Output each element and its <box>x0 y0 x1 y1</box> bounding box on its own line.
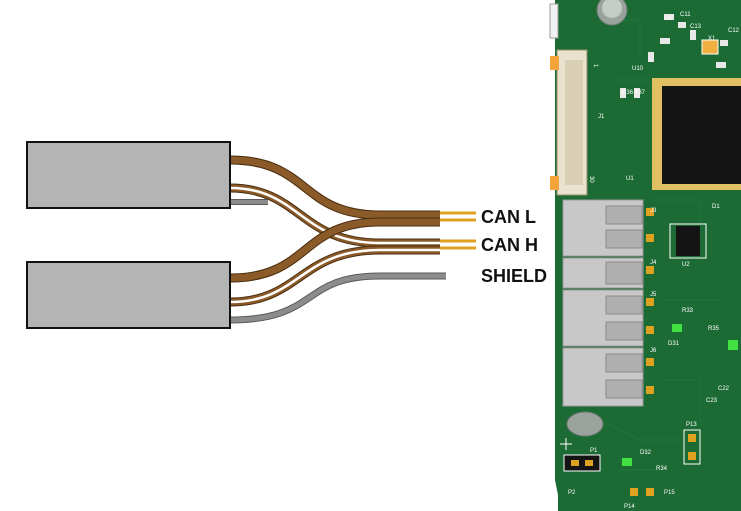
label-shield: SHIELD <box>481 266 548 286</box>
wires <box>229 155 446 324</box>
svg-text:C12: C12 <box>728 28 740 34</box>
header-p15 <box>630 488 654 496</box>
header-p13 <box>683 429 701 465</box>
screw-terminals <box>562 199 654 407</box>
cable-1 <box>26 141 231 209</box>
wire-c2-white-stripe <box>229 248 440 304</box>
svg-text:P14: P14 <box>624 504 635 510</box>
svg-text:P2: P2 <box>568 490 576 496</box>
led-d31 <box>672 324 682 332</box>
label-can-l: CAN L <box>481 207 536 227</box>
main-ic <box>652 78 741 190</box>
jumper-p1 <box>563 454 601 472</box>
edge-connector-stub <box>549 3 559 39</box>
smd-cluster-top <box>620 14 728 98</box>
cable-2 <box>26 261 231 329</box>
wire-c2-brown <box>229 218 440 282</box>
svg-text:J1: J1 <box>598 114 605 120</box>
crystal-x1 <box>701 39 719 55</box>
svg-text:R37: R37 <box>634 90 646 96</box>
svg-text:C22: C22 <box>718 386 730 392</box>
label-can-h: CAN H <box>481 235 538 255</box>
svg-text:R35: R35 <box>708 326 720 332</box>
wire-c2-shield <box>229 273 446 323</box>
copper-pins <box>440 211 476 250</box>
ffc-connector-j1 <box>550 49 588 196</box>
svg-text:R33: R33 <box>682 308 694 314</box>
svg-text:C13: C13 <box>690 24 702 30</box>
svg-text:R36: R36 <box>622 90 634 96</box>
svg-text:U2: U2 <box>682 262 690 268</box>
svg-text:R34: R34 <box>656 466 668 472</box>
svg-text:P15: P15 <box>664 490 675 496</box>
svg-text:D31: D31 <box>668 341 680 347</box>
svg-text:D32: D32 <box>640 450 652 456</box>
svg-text:P1: P1 <box>590 448 598 454</box>
mounting-hole-top-inner <box>602 0 622 18</box>
led-d32 <box>622 458 632 466</box>
led-right <box>728 340 738 350</box>
svg-text:U10: U10 <box>632 66 644 72</box>
svg-text:1: 1 <box>592 64 598 68</box>
svg-text:P13: P13 <box>686 422 697 428</box>
svg-text:U6: U6 <box>664 16 672 22</box>
ic-u2 <box>676 226 700 256</box>
pcb-board: 1 30 J1 U2 D1 D31 D32 P1 P2 P13 P14 P15 … <box>549 0 741 511</box>
svg-text:J3: J3 <box>650 208 657 214</box>
svg-text:C11: C11 <box>680 12 691 18</box>
svg-text:D1: D1 <box>712 204 720 210</box>
svg-text:U1: U1 <box>626 176 634 182</box>
svg-text:30: 30 <box>588 176 594 183</box>
svg-text:J6: J6 <box>650 348 657 354</box>
svg-text:X1: X1 <box>708 36 716 42</box>
svg-text:J5: J5 <box>650 292 657 298</box>
plus-marker <box>560 438 572 450</box>
silkscreen-labels: 1 30 J1 U2 D1 D31 D32 P1 P2 P13 P14 P15 … <box>568 12 740 510</box>
mounting-hole-bottom <box>566 411 604 437</box>
svg-text:J4: J4 <box>650 260 657 266</box>
wire-c1-brown <box>229 156 440 219</box>
wire-c1-white-stripe <box>229 186 440 245</box>
svg-text:C23: C23 <box>706 398 718 404</box>
